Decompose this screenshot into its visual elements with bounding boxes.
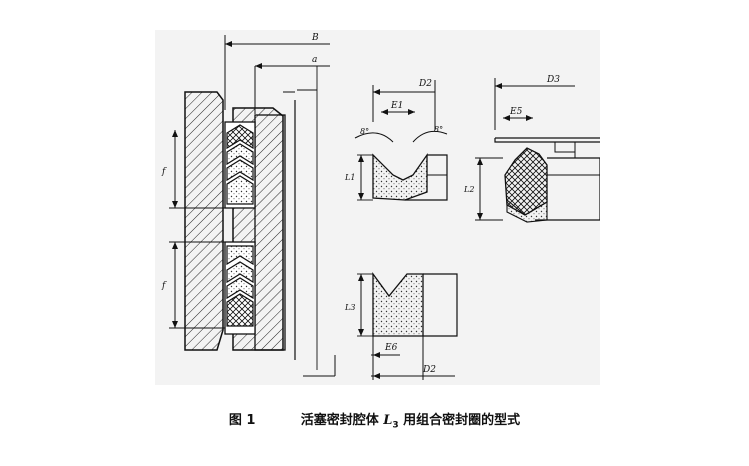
assembly-view: B a f f <box>161 33 336 377</box>
seal-vring-4 <box>226 277 254 300</box>
seal-ring-upper <box>226 124 254 150</box>
figure-caption: 图 1 活塞密封腔体 L3 用组合密封圈的型式 <box>0 409 749 431</box>
label-L3: L3 <box>344 303 355 312</box>
caption-title-post: 用组合密封圈的型式 <box>398 413 521 428</box>
caption-subscript: 3 <box>392 420 399 431</box>
label-E6: E6 <box>384 343 398 353</box>
ring-detail: D3 E5 L2 <box>463 75 600 223</box>
seal-vring-3 <box>226 261 254 284</box>
caption-symbol: L <box>383 413 393 428</box>
seal-vring-1 <box>226 143 254 166</box>
seal-drawing: B a f f D2 E1 8° 8° <box>161 33 600 380</box>
label-angle-right: 8° <box>434 125 443 134</box>
label-f-lower: f <box>161 281 167 291</box>
seal-vring-2 <box>226 159 254 182</box>
label-E1: E1 <box>390 101 403 111</box>
base-ring-detail: L3 E6 D2 <box>344 272 458 380</box>
label-angle-left: 8° <box>360 127 369 136</box>
label-L2: L2 <box>463 185 474 194</box>
seal-base-upper <box>226 175 254 205</box>
figure-panel: B a f f D2 E1 8° 8° <box>155 30 600 385</box>
label-E5: E5 <box>509 107 523 117</box>
label-D2: D2 <box>418 79 432 89</box>
vring-profile <box>372 152 428 201</box>
label-f-upper: f <box>161 167 167 177</box>
seal-top-lower <box>226 245 254 266</box>
label-D3: D3 <box>546 75 560 85</box>
caption-title-pre: 活塞密封腔体 <box>300 413 384 428</box>
label-B: B <box>311 33 319 43</box>
housing-body <box>184 91 224 351</box>
label-L1: L1 <box>344 173 355 182</box>
caption-number: 图 1 <box>228 413 256 428</box>
vring-detail: D2 E1 8° 8° L1 <box>344 79 448 201</box>
seal-ring-lower <box>226 293 254 327</box>
base-ring-profile <box>372 272 424 337</box>
label-a: a <box>312 55 317 65</box>
sleeve <box>254 114 286 351</box>
label-D2-bottom: D2 <box>422 365 436 375</box>
